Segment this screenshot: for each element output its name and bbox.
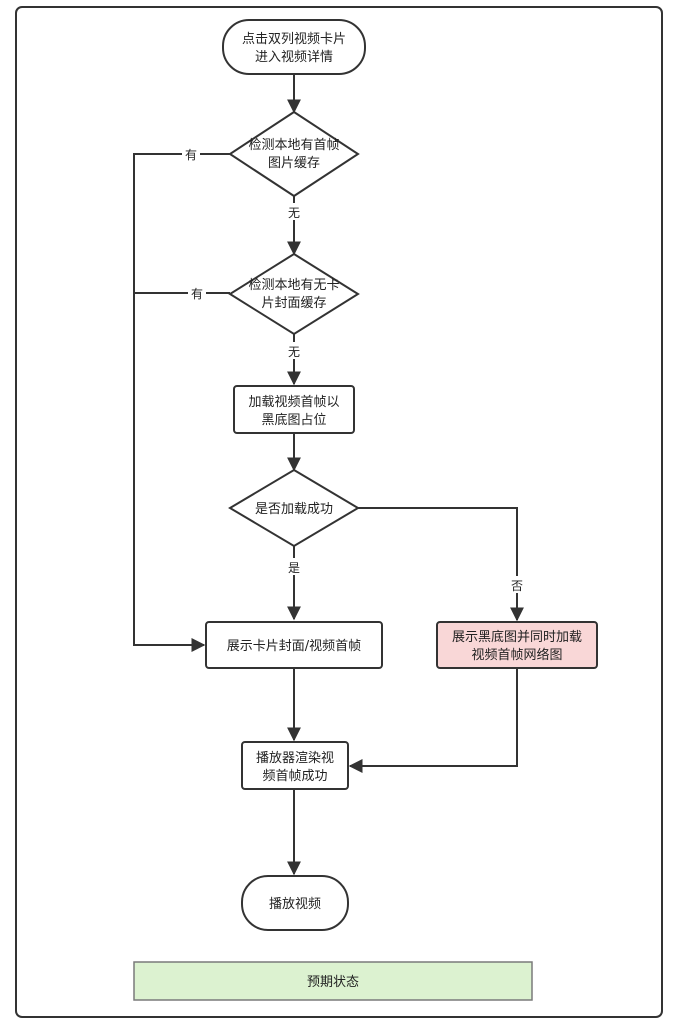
node-check-first-frame-cache: 检测本地有首帧 图片缓存 bbox=[228, 110, 360, 198]
node-load-success: 是否加载成功 bbox=[228, 468, 360, 548]
node-show-cover-label: 展示卡片封面/视频首帧 bbox=[227, 639, 361, 654]
node-show-black-shape bbox=[436, 621, 598, 669]
edge-label-cover-no: 无 bbox=[288, 345, 300, 359]
legend-swatch bbox=[133, 961, 533, 1001]
node-start: 点击双列视频卡片 进入视频详情 bbox=[222, 19, 366, 75]
legend-expected-state: 预期状态 bbox=[133, 961, 533, 1001]
node-load-first-frame: 加载视频首帧以 黑底图占位 bbox=[233, 385, 355, 434]
node-load-success-shape bbox=[228, 468, 360, 548]
node-check-cover-line-1: 检测本地有无卡 bbox=[248, 278, 339, 293]
node-start-shape bbox=[222, 19, 366, 75]
edge-first-frame-yes bbox=[133, 153, 230, 652]
edge-label-bg bbox=[285, 342, 303, 359]
node-render-success: 播放器渲染视 频首帧成功 bbox=[241, 741, 349, 790]
node-render-success-shape bbox=[241, 741, 349, 790]
node-check-cover-shape bbox=[228, 252, 360, 336]
node-check-first-frame-line-1: 检测本地有首帧 bbox=[248, 138, 339, 153]
edge-label-first-frame-no: 无 bbox=[288, 206, 300, 220]
node-check-cover-cache: 检测本地有无卡 片封面缓存 bbox=[228, 252, 360, 336]
node-show-black-line-2: 视频首帧网络图 bbox=[471, 647, 562, 663]
node-play-video-label: 播放视频 bbox=[269, 897, 321, 912]
node-load-first-frame-shape bbox=[233, 385, 355, 434]
node-load-success-label: 是否加载成功 bbox=[255, 502, 333, 517]
node-start-line-1: 点击双列视频卡片 bbox=[242, 32, 346, 47]
node-play-video: 播放视频 bbox=[241, 875, 349, 931]
node-load-first-frame-line-1: 加载视频首帧以 bbox=[248, 395, 339, 410]
node-render-success-line-2: 频首帧成功 bbox=[262, 769, 327, 784]
edge-label-first-frame-yes: 有 bbox=[185, 148, 197, 162]
node-play-video-shape bbox=[241, 875, 349, 931]
node-show-cover: 展示卡片封面/视频首帧 bbox=[205, 621, 383, 669]
edge-label-load-yes: 是 bbox=[288, 561, 300, 575]
edge-black-to-render bbox=[348, 668, 518, 773]
edge-label-bg bbox=[285, 558, 303, 575]
edge-label-bg bbox=[508, 576, 526, 593]
edge-label-cover-yes: 有 bbox=[191, 287, 203, 301]
node-render-success-line-1: 播放器渲染视 bbox=[256, 751, 334, 766]
node-check-cover-line-2: 片封面缓存 bbox=[261, 296, 326, 311]
node-check-first-frame-line-2: 图片缓存 bbox=[268, 156, 320, 171]
edge-label-bg bbox=[182, 146, 200, 163]
edge-label-bg bbox=[188, 285, 206, 302]
edge-label-load-no: 否 bbox=[511, 579, 523, 593]
node-check-first-frame-shape bbox=[228, 110, 360, 198]
node-show-black-line-1: 展示黑底图并同时加载 bbox=[452, 629, 582, 645]
legend-label: 预期状态 bbox=[307, 975, 359, 990]
diagram-frame bbox=[15, 6, 663, 1018]
node-load-first-frame-line-2: 黑底图占位 bbox=[261, 412, 326, 428]
edge-label-bg bbox=[285, 203, 303, 220]
edge-load-no bbox=[358, 507, 524, 622]
node-show-black-and-load: 展示黑底图并同时加载 视频首帧网络图 bbox=[436, 621, 598, 669]
node-start-line-2: 进入视频详情 bbox=[255, 50, 333, 65]
node-show-cover-shape bbox=[205, 621, 383, 669]
